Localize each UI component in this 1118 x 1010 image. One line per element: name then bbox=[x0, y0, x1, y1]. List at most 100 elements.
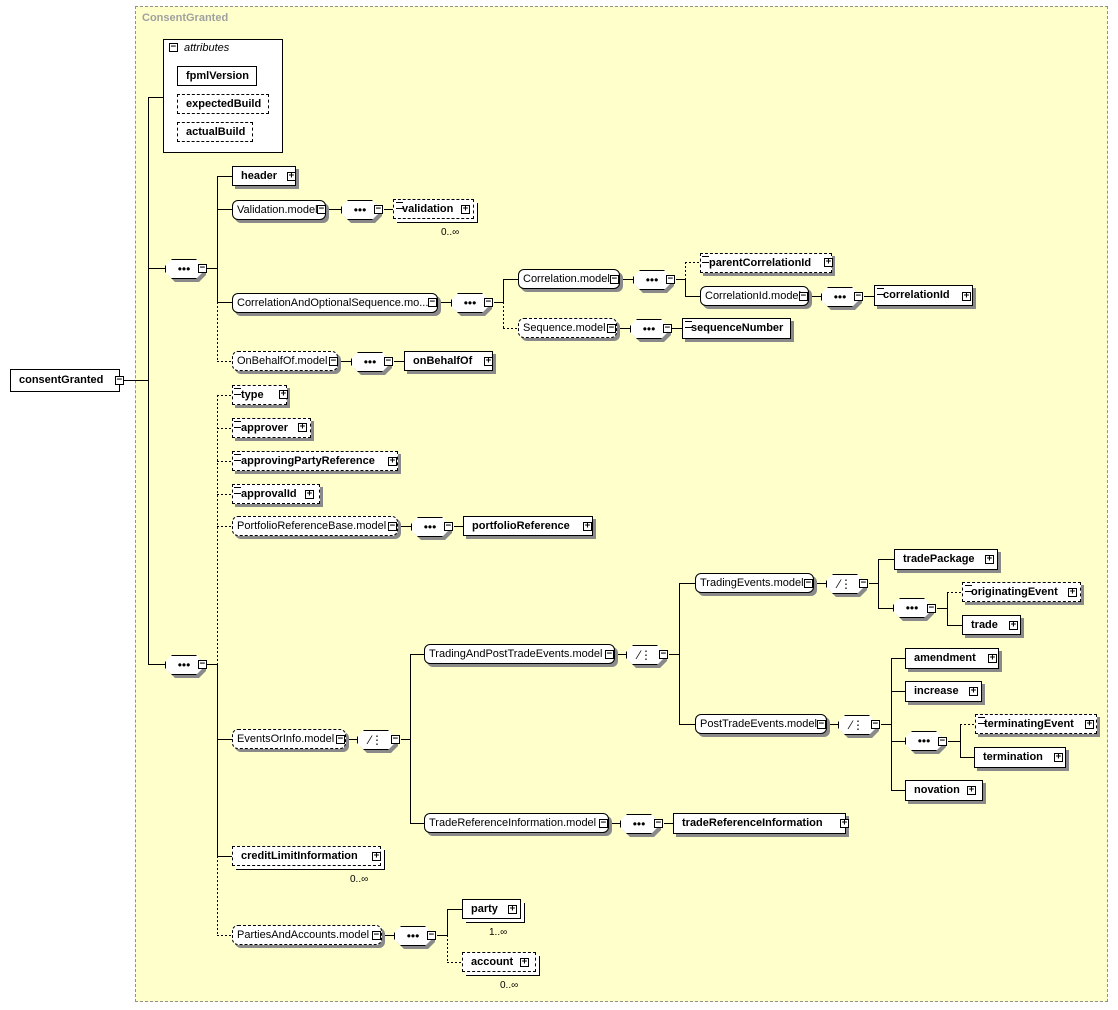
collapse-icon[interactable]: − bbox=[444, 521, 453, 531]
expand-icon[interactable]: + bbox=[372, 851, 381, 861]
element-trade-reference-information[interactable]: tradeReferenceInformation bbox=[673, 813, 846, 834]
collapse-icon[interactable]: − bbox=[329, 356, 338, 366]
element-novation[interactable]: novation bbox=[905, 780, 983, 801]
attribute-expected-build[interactable]: expectedBuild bbox=[177, 94, 270, 114]
collapse-icon[interactable]: − bbox=[372, 930, 381, 940]
attribute-actual-build[interactable]: actualBuild bbox=[177, 122, 254, 142]
expand-icon[interactable]: + bbox=[279, 389, 288, 399]
collapse-icon[interactable]: − bbox=[799, 291, 808, 301]
collapse-icon[interactable]: − bbox=[666, 274, 675, 284]
expand-icon[interactable]: + bbox=[967, 785, 976, 795]
expand-icon[interactable]: + bbox=[305, 489, 314, 499]
group-trade-reference-information-model[interactable]: TradeReferenceInformation.model bbox=[424, 813, 609, 833]
collapse-icon[interactable]: − bbox=[610, 274, 619, 284]
expand-icon[interactable]: + bbox=[1054, 752, 1063, 762]
attribute-fpml-version[interactable]: fpmlVersion bbox=[177, 66, 257, 86]
collapse-icon[interactable]: − bbox=[659, 649, 668, 659]
collapse-icon[interactable]: − bbox=[654, 818, 663, 828]
collapse-icon[interactable]: − bbox=[599, 818, 608, 828]
group-events-or-info-model[interactable]: EventsOrInfo.model bbox=[232, 729, 346, 749]
expand-icon[interactable]: + bbox=[484, 356, 493, 366]
expand-icon[interactable]: + bbox=[1085, 719, 1094, 729]
collapse-icon[interactable]: − bbox=[427, 930, 436, 940]
group-label: CorrelationId.model bbox=[705, 290, 801, 302]
expand-icon[interactable]: + bbox=[962, 291, 971, 301]
group-trading-and-post-trade-events-model[interactable]: TradingAndPostTradeEvents.model bbox=[424, 644, 615, 664]
element-credit-limit-information[interactable]: creditLimitInformation bbox=[232, 846, 381, 866]
expand-icon[interactable]: + bbox=[583, 521, 592, 531]
element-approving-party-reference[interactable]: approvingPartyReference bbox=[232, 451, 398, 471]
collapse-icon[interactable]: − bbox=[374, 204, 383, 214]
group-portfolio-reference-base-model[interactable]: PortfolioReferenceBase.model bbox=[232, 516, 398, 536]
collapse-icon[interactable]: − bbox=[198, 659, 207, 669]
element-correlation-id[interactable]: correlationId bbox=[874, 285, 973, 306]
collapse-icon[interactable]: − bbox=[938, 736, 947, 746]
expand-icon[interactable]: + bbox=[824, 257, 833, 267]
expand-icon[interactable]: + bbox=[287, 171, 296, 181]
group-label: PortfolioReferenceBase.model bbox=[237, 520, 387, 532]
collapse-icon[interactable]: − bbox=[804, 578, 813, 588]
collapse-icon[interactable]: − bbox=[336, 734, 345, 744]
group-correlation-model[interactable]: Correlation.model bbox=[518, 269, 620, 289]
collapse-icon[interactable]: − bbox=[607, 323, 616, 333]
root-element-consent-granted[interactable]: consentGranted bbox=[10, 369, 121, 392]
collapse-icon[interactable]: − bbox=[663, 323, 672, 333]
documentation-icon bbox=[234, 388, 241, 395]
expand-icon[interactable]: + bbox=[969, 686, 978, 696]
element-increase[interactable]: increase bbox=[905, 681, 982, 702]
element-party[interactable]: party bbox=[462, 899, 521, 919]
collapse-icon[interactable]: − bbox=[384, 356, 393, 366]
group-correlation-and-optional-sequence-model[interactable]: CorrelationAndOptionalSequence.mo... bbox=[232, 293, 438, 313]
expand-icon[interactable]: + bbox=[520, 957, 529, 967]
element-portfolio-reference[interactable]: portfolioReference bbox=[463, 516, 593, 536]
element-approval-id[interactable]: approvalId bbox=[232, 484, 320, 504]
element-sequence-number[interactable]: sequenceNumber bbox=[682, 318, 792, 339]
collapse-icon[interactable]: − bbox=[817, 719, 826, 729]
collapse-icon[interactable]: − bbox=[484, 297, 493, 307]
group-label: Sequence.model bbox=[523, 322, 606, 334]
element-on-behalf-of[interactable]: onBehalfOf bbox=[404, 351, 494, 371]
group-correlation-id-model[interactable]: CorrelationId.model bbox=[700, 286, 809, 306]
expand-icon[interactable]: + bbox=[985, 554, 994, 564]
collapse-icon[interactable]: − bbox=[859, 578, 868, 588]
group-label: Validation.model bbox=[237, 204, 318, 216]
collapse-icon[interactable]: − bbox=[169, 42, 178, 52]
group-label: PartiesAndAccounts.model bbox=[237, 929, 370, 941]
collapse-icon[interactable]: − bbox=[927, 603, 936, 613]
element-validation[interactable]: validation bbox=[393, 199, 475, 219]
expand-icon[interactable]: + bbox=[508, 904, 517, 914]
expand-icon[interactable]: + bbox=[1068, 587, 1077, 597]
collapse-icon[interactable]: − bbox=[317, 204, 326, 214]
collapse-icon[interactable]: − bbox=[391, 734, 400, 744]
group-sequence-model[interactable]: Sequence.model bbox=[518, 318, 617, 338]
element-header[interactable]: header bbox=[232, 166, 297, 186]
group-parties-and-accounts-model[interactable]: PartiesAndAccounts.model bbox=[232, 925, 382, 945]
collapse-icon[interactable]: − bbox=[198, 263, 207, 273]
expand-icon[interactable]: + bbox=[840, 818, 849, 828]
expand-icon[interactable]: + bbox=[388, 456, 397, 466]
collapse-icon[interactable]: − bbox=[854, 291, 863, 301]
group-trading-events-model[interactable]: TradingEvents.model bbox=[695, 573, 814, 593]
expand-icon[interactable]: + bbox=[1009, 620, 1018, 630]
expand-icon[interactable]: + bbox=[461, 204, 470, 214]
group-post-trade-events-model[interactable]: PostTradeEvents.model bbox=[695, 714, 827, 734]
element-trade[interactable]: trade bbox=[962, 615, 1021, 635]
element-originating-event[interactable]: originatingEvent bbox=[962, 582, 1081, 602]
collapse-icon[interactable]: − bbox=[428, 297, 437, 307]
collapse-icon[interactable]: − bbox=[115, 375, 124, 385]
expand-icon[interactable]: + bbox=[988, 653, 997, 663]
collapse-icon[interactable]: − bbox=[388, 521, 397, 531]
group-on-behalf-of-model[interactable]: OnBehalfOf.model bbox=[232, 351, 338, 371]
element-terminating-event[interactable]: terminatingEvent bbox=[975, 714, 1097, 734]
element-trade-package[interactable]: tradePackage bbox=[894, 549, 998, 570]
element-amendment[interactable]: amendment bbox=[905, 648, 999, 669]
collapse-icon[interactable]: − bbox=[871, 719, 880, 729]
group-validation-model[interactable]: Validation.model bbox=[232, 200, 326, 220]
element-account[interactable]: account bbox=[462, 952, 537, 972]
expand-icon[interactable]: + bbox=[298, 422, 307, 432]
element-termination[interactable]: termination bbox=[974, 747, 1066, 768]
collapse-icon[interactable]: − bbox=[605, 649, 614, 659]
element-parent-correlation-id[interactable]: parentCorrelationId bbox=[700, 253, 833, 273]
element-approver[interactable]: approver bbox=[232, 418, 312, 438]
